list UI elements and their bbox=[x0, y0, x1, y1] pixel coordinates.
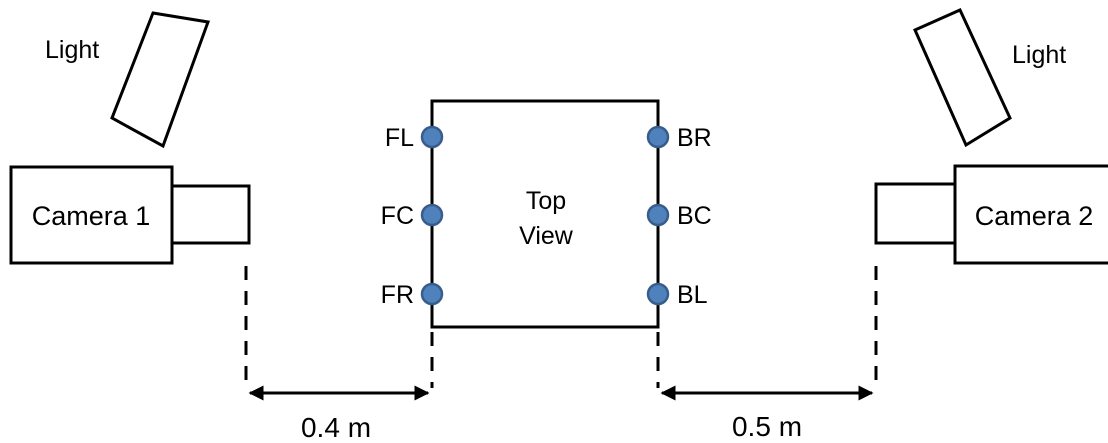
left-distance-label: 0.4 m bbox=[301, 412, 371, 443]
camera-1-body bbox=[9, 165, 174, 265]
left-light-label: Light bbox=[45, 36, 99, 64]
marker-fl-label: FL bbox=[385, 124, 414, 152]
camera-2-label: Camera 2 bbox=[975, 201, 1094, 231]
camera-2-body bbox=[953, 164, 1108, 265]
right-light-shape bbox=[913, 8, 1012, 148]
left-light-shape bbox=[110, 11, 211, 149]
camera-1-lens bbox=[170, 184, 251, 245]
marker-fl-dot bbox=[420, 125, 444, 149]
camera-2-lens bbox=[874, 182, 957, 245]
right-distance-label: 0.5 m bbox=[732, 411, 802, 442]
marker-br-label: BR bbox=[677, 124, 712, 152]
top-view-box bbox=[430, 99, 660, 329]
marker-bl-label: BL bbox=[677, 281, 708, 309]
marker-fc-label: FC bbox=[381, 202, 414, 230]
marker-fr-dot bbox=[420, 282, 444, 306]
marker-bc-dot bbox=[646, 203, 670, 227]
top-view-label-line2: View bbox=[519, 222, 574, 250]
right-light-label: Light bbox=[1012, 41, 1066, 69]
marker-br-dot bbox=[646, 125, 670, 149]
marker-bl-dot bbox=[646, 282, 670, 306]
marker-fc-dot bbox=[420, 203, 444, 227]
marker-fr-label: FR bbox=[381, 281, 414, 309]
marker-bc-label: BC bbox=[677, 202, 712, 230]
camera-1-label: Camera 1 bbox=[32, 201, 151, 231]
top-view-label-line1: Top bbox=[526, 187, 566, 215]
